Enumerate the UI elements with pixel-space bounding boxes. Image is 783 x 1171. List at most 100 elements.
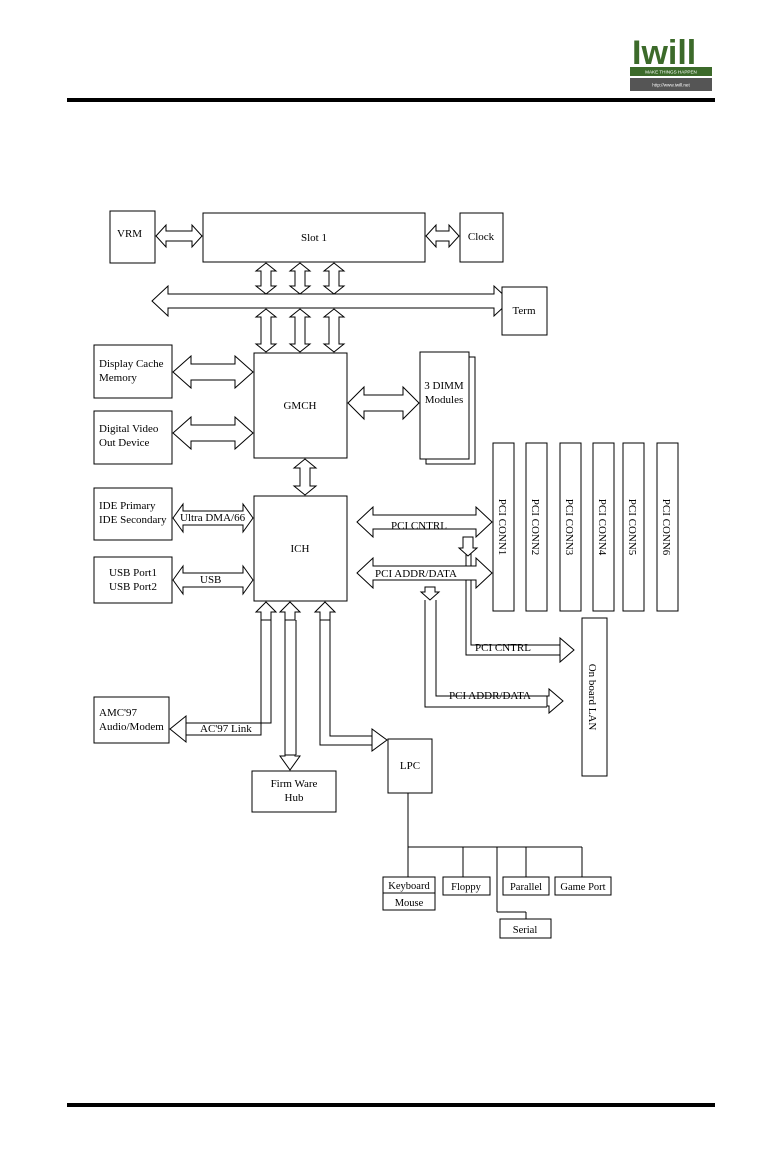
display-cache-line1: Display Cache <box>99 358 164 370</box>
pci-slot-1: PCI CONN1 <box>492 442 515 612</box>
lpc-block: LPC <box>387 738 433 794</box>
pci-slot-4-label: PCI CONN4 <box>596 499 608 556</box>
pci-slot-2-label: PCI CONN2 <box>529 499 541 556</box>
lan-cntrl-arrow <box>559 636 575 664</box>
onboard-lan-label: On board LAN <box>586 664 598 731</box>
floppy-label: Floppy <box>451 882 482 893</box>
amc97-line1: AMC'97 <box>99 707 138 719</box>
pci-slot-4: PCI CONN4 <box>592 442 615 612</box>
serial-block: Serial <box>499 918 552 939</box>
header-rule <box>67 98 715 102</box>
dimm-block: 3 DIMM Modules <box>419 351 476 465</box>
pci-slot-5-label: PCI CONN5 <box>626 499 638 556</box>
pci-slot-5: PCI CONN5 <box>622 442 645 612</box>
logo-tagline: MAKE THINGS HAPPEN <box>645 70 697 75</box>
clock-label: Clock <box>468 231 495 243</box>
slot1-block: Slot 1 <box>202 212 426 263</box>
bus-gmch-arrow-2 <box>288 308 312 353</box>
pci-slot-6-label: PCI CONN6 <box>660 499 672 556</box>
usb-ports-block: USB Port1 USB Port2 <box>93 556 173 604</box>
mouse-label: Mouse <box>395 898 424 909</box>
digital-video-line1: Digital Video <box>99 423 159 435</box>
ide-block: IDE Primary IDE Secondary <box>93 487 173 541</box>
parallel-block: Parallel <box>502 876 550 896</box>
onboard-lan-block: On board LAN <box>581 617 608 777</box>
ich-ac97-stub <box>254 601 278 621</box>
pci-cntrl-riser <box>457 536 479 557</box>
gmch-label: GMCH <box>283 400 316 412</box>
footer-rule <box>67 1103 715 1107</box>
ich-label: ICH <box>291 543 310 555</box>
vrm-label: VRM <box>117 228 142 240</box>
bus-gmch-arrow-1 <box>254 308 278 353</box>
pci-addr-riser <box>419 586 441 601</box>
ide-arrow <box>172 502 254 534</box>
amc97-block: AMC'97 Audio/Modem <box>93 696 170 744</box>
slot1-bus-arrow-3 <box>322 262 346 295</box>
pci-cntrl-arrow <box>356 505 493 539</box>
pci-addr-label-2: PCI ADDR/DATA <box>449 690 531 702</box>
dimm-line1: 3 DIMM <box>424 380 464 392</box>
usb-port2-label: USB Port2 <box>109 581 157 593</box>
parallel-label: Parallel <box>510 882 542 893</box>
pci-slots: PCI CONN1 PCI CONN2 PCI CONN3 PCI CONN4 … <box>492 442 679 612</box>
usb-link-label: USB <box>200 574 221 586</box>
firmware-hub-line2: Hub <box>285 792 304 804</box>
ich-block: ICH <box>253 495 348 602</box>
pci-slot-1-label: PCI CONN1 <box>496 499 508 556</box>
term-block: Term <box>501 286 548 336</box>
game-port-label: Game Port <box>560 882 605 893</box>
gmch-ich-arrow <box>292 458 318 496</box>
clock-block: Clock <box>459 212 504 263</box>
slot1-bus-arrow-2 <box>288 262 312 295</box>
ide-line2: IDE Secondary <box>99 514 167 526</box>
slot1-label: Slot 1 <box>301 232 327 244</box>
bus-arrows <box>151 223 575 771</box>
firmware-hub-line1: Firm Ware <box>271 778 318 790</box>
pci-cntrl-label-2: PCI CNTRL <box>475 642 531 654</box>
pci-addr-label-1: PCI ADDR/DATA <box>375 568 457 580</box>
lpc-arrow <box>371 728 388 752</box>
usb-port1-label: USB Port1 <box>109 567 157 579</box>
keyboard-label: Keyboard <box>388 881 430 892</box>
ich-lpc-stub <box>313 601 337 621</box>
dimm-line2: Modules <box>425 394 464 406</box>
ultra-dma-label: Ultra DMA/66 <box>180 512 246 524</box>
iwill-logo: Iwill MAKE THINGS HAPPEN http://www.iwil… <box>627 24 713 95</box>
pci-addr-arrow <box>356 556 493 590</box>
floppy-block: Floppy <box>442 876 491 896</box>
display-cache-line2: Memory <box>99 372 137 384</box>
pci-cntrl-label-1: PCI CNTRL <box>391 520 447 532</box>
digital-video-block: Digital Video Out Device <box>93 410 173 465</box>
digital-video-arrow <box>172 415 254 451</box>
vrm-block: VRM <box>109 210 156 264</box>
pci-slot-2: PCI CONN2 <box>525 442 548 612</box>
lan-addr-arrow <box>546 687 564 715</box>
link-labels: Ultra DMA/66 USB AC'97 Link PCI CNTRL PC… <box>180 512 531 735</box>
term-label: Term <box>512 305 535 317</box>
ac97-link-label: AC'97 Link <box>200 723 252 735</box>
logo-brand: Iwill <box>632 34 696 72</box>
slot1-bus-arrow-1 <box>254 262 278 295</box>
lpc-label: LPC <box>400 760 420 772</box>
bus-gmch-arrow-3 <box>322 308 346 353</box>
digital-video-line2: Out Device <box>99 437 150 449</box>
fwh-arrow <box>279 754 301 771</box>
usb-arrow <box>172 564 254 596</box>
pci-slot-3-label: PCI CONN3 <box>563 499 575 556</box>
display-cache-arrow <box>172 354 254 390</box>
logo-url: http://www.iwill.net <box>652 83 690 88</box>
game-port-block: Game Port <box>554 876 612 896</box>
ac97-arrow <box>169 714 187 744</box>
display-cache-block: Display Cache Memory <box>93 344 173 399</box>
firmware-hub-block: Firm Ware Hub <box>251 770 337 813</box>
pci-slot-6: PCI CONN6 <box>656 442 679 612</box>
pci-slot-3: PCI CONN3 <box>559 442 582 612</box>
keyboard-mouse-block: Keyboard Mouse <box>382 876 436 911</box>
ide-line1: IDE Primary <box>99 500 156 512</box>
amc97-line2: Audio/Modem <box>99 721 164 733</box>
slot1-clock-arrow <box>425 223 460 249</box>
gmch-block: GMCH <box>253 352 348 459</box>
ich-fwh-stub <box>278 601 302 621</box>
